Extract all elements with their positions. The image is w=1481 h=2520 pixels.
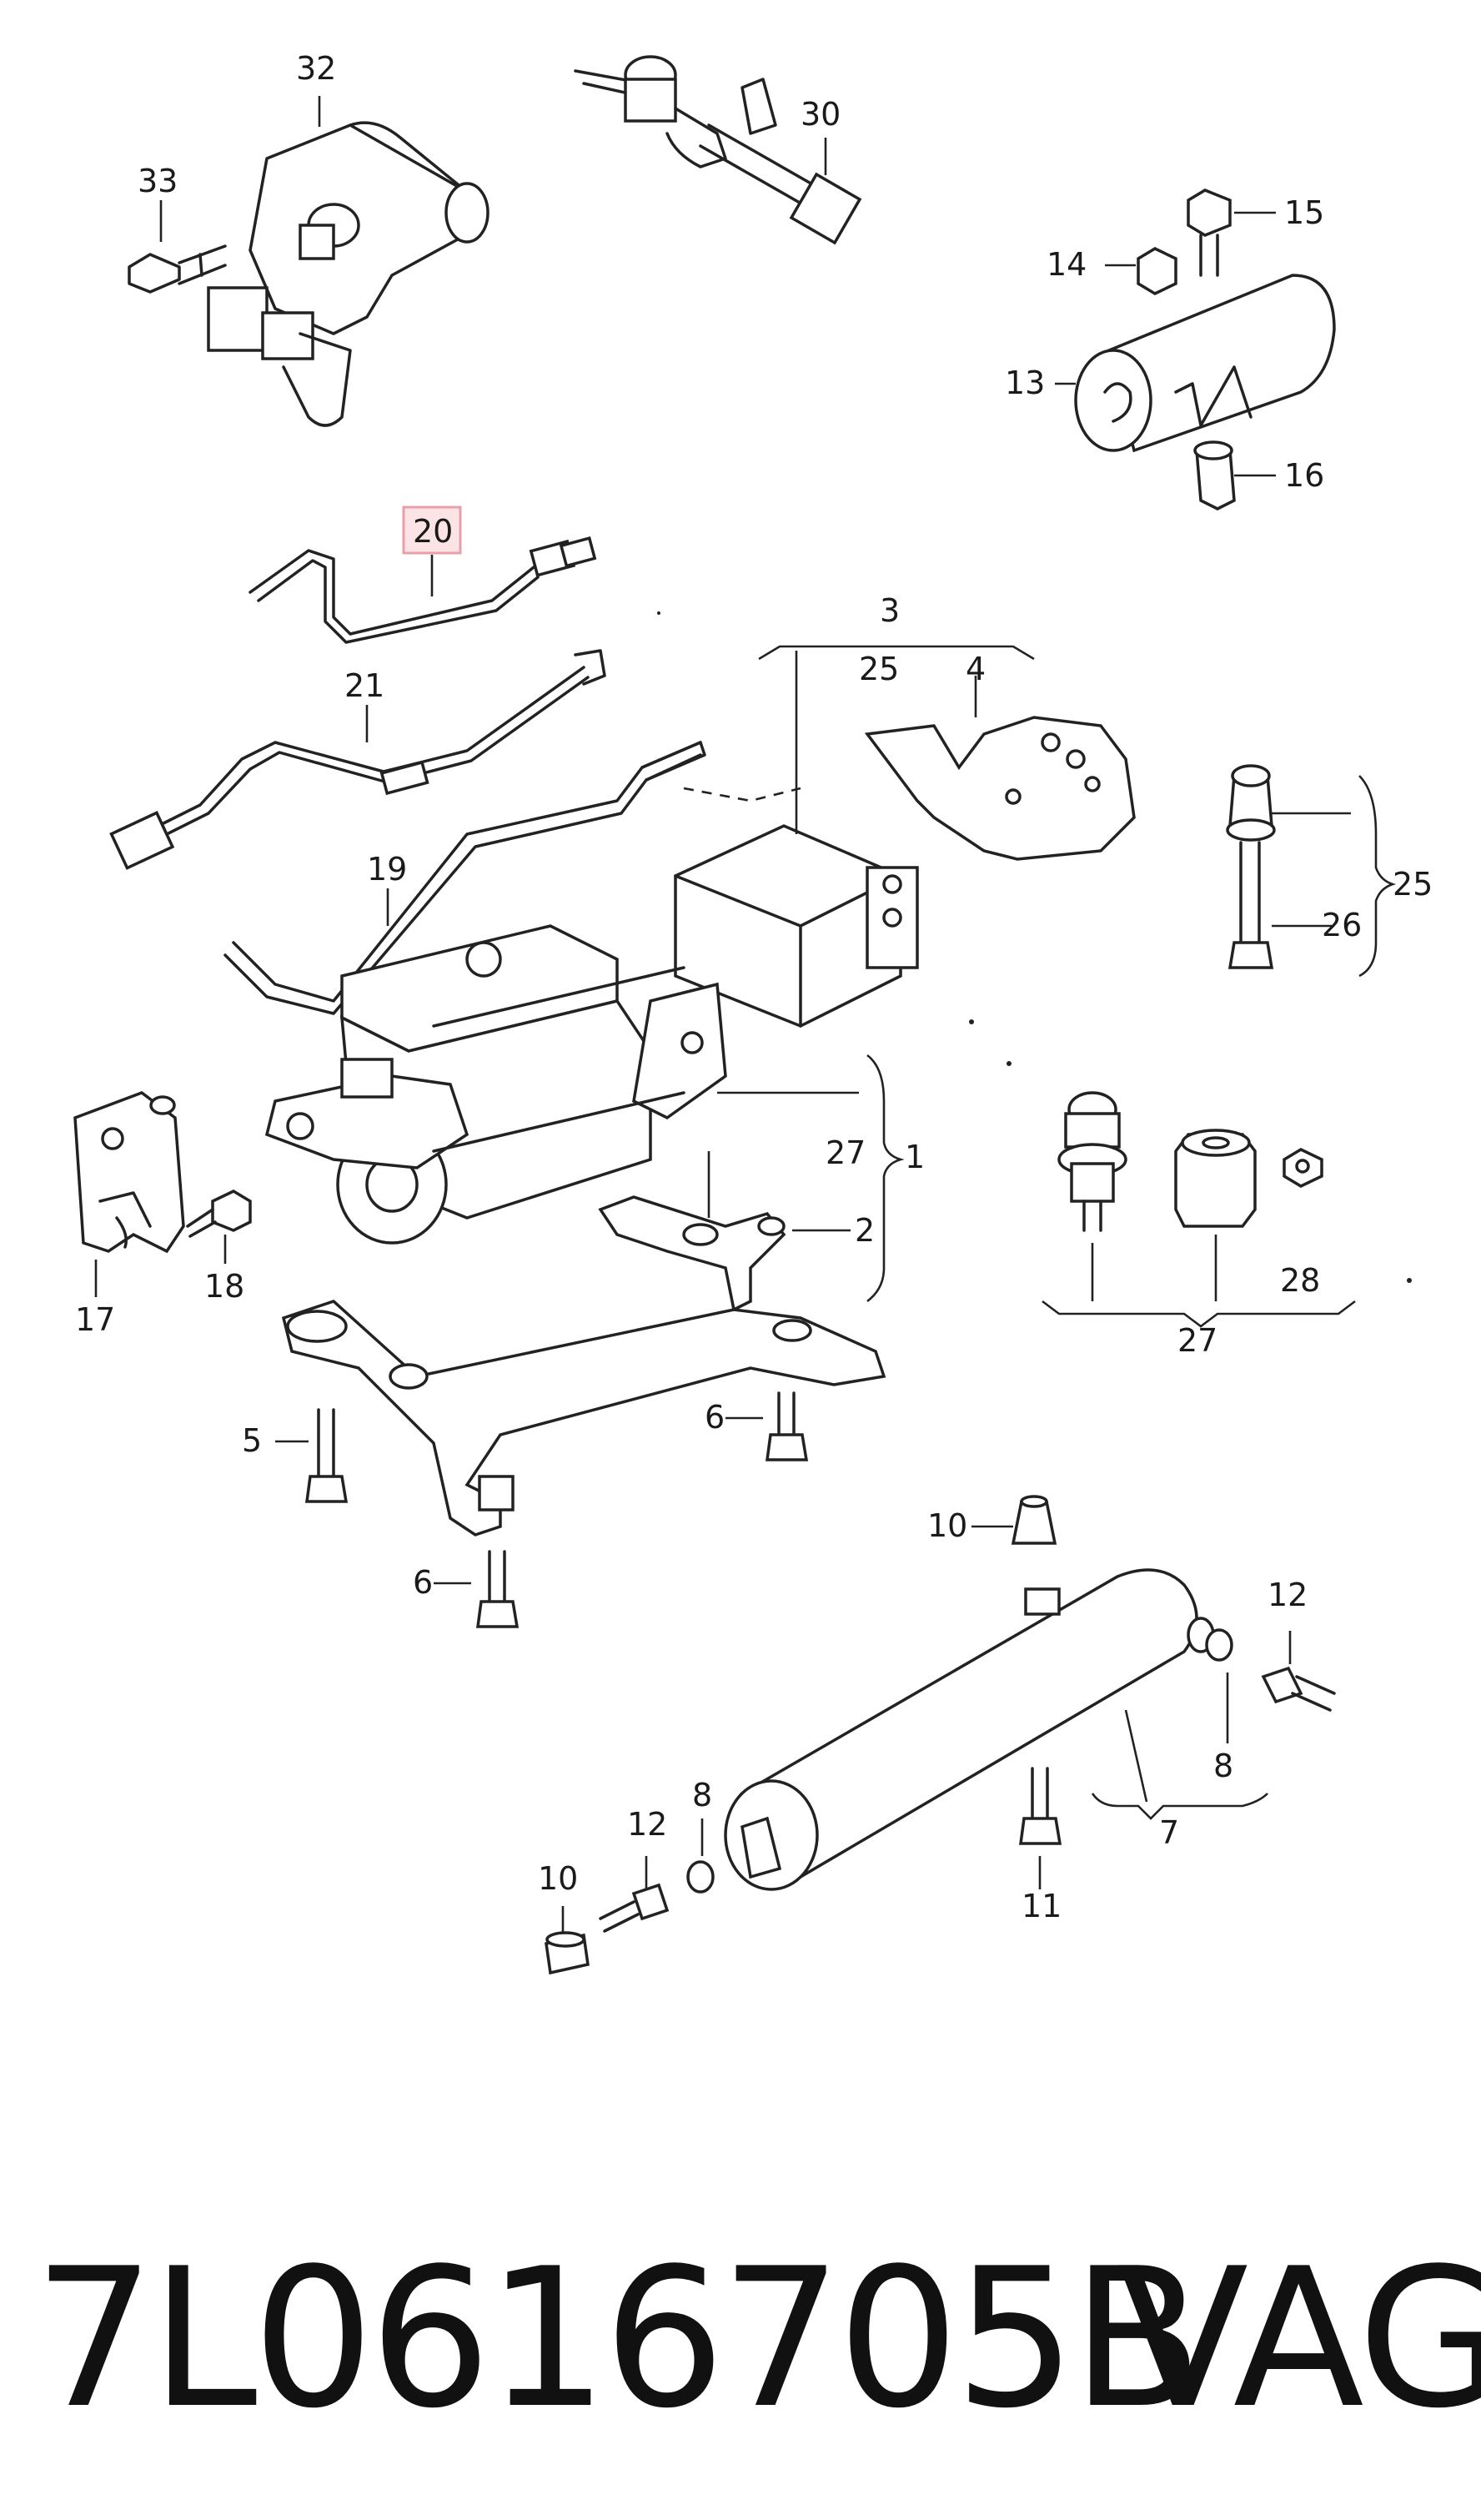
callout-8-left: 8	[692, 1777, 712, 1813]
callout-6-lower: 6	[413, 1564, 433, 1601]
part-number: 7L0616705B	[33, 2228, 1203, 2451]
part-10-sleeve-lower	[545, 1931, 590, 1975]
part-14-nut	[1137, 247, 1177, 295]
callout-7: 7	[1159, 1814, 1179, 1851]
part-2-bracket	[598, 1195, 786, 1312]
callout-25-top: 25	[859, 651, 899, 687]
callout-4: 4	[966, 651, 986, 687]
part-3-control-unit	[674, 824, 919, 1028]
print-specks	[657, 611, 1412, 1283]
callout-30: 30	[801, 96, 841, 133]
callout-12-right: 12	[1268, 1577, 1308, 1613]
part-27-mount-buffer	[1174, 1129, 1257, 1228]
part-7-reservoir	[724, 1568, 1215, 1891]
frame-bracket	[281, 1300, 886, 1537]
part-10-sleeve-upper	[1011, 1495, 1057, 1545]
callout-3: 3	[880, 592, 900, 629]
callout-33: 33	[138, 163, 178, 199]
part-16-stud	[1193, 440, 1236, 511]
part-19-pipe	[223, 741, 706, 1015]
callout-1: 1	[905, 1139, 925, 1175]
callout-18: 18	[204, 1268, 244, 1305]
callout-8-right: 8	[1213, 1748, 1233, 1784]
callout-labels: 32 33 30 15 14 13 16 20 21 3 25 4 19 25 …	[75, 50, 1433, 1924]
part-18-bolt	[186, 1190, 252, 1238]
part-28-nut	[1283, 1148, 1323, 1188]
part-4-bracket	[864, 716, 1136, 861]
callout-14: 14	[1047, 246, 1087, 283]
part-20-pipe	[249, 536, 597, 644]
part-12-bolt-right	[1261, 1666, 1336, 1712]
callout-17: 17	[75, 1301, 115, 1338]
part-3-group-bracket	[683, 645, 1035, 834]
part-33-bolt	[128, 244, 227, 294]
callout-20: 20	[413, 513, 453, 550]
part-12-bolt-left	[599, 1883, 670, 1933]
callout-11: 11	[1022, 1888, 1062, 1924]
part-27-rubber-mount	[1057, 1091, 1127, 1232]
callout-21: 21	[344, 667, 384, 704]
part-8-washer-left	[686, 1860, 715, 1894]
callout-20-highlight	[402, 506, 462, 555]
part-26-bolt	[1227, 841, 1274, 969]
part-30-hose-fitting	[574, 55, 862, 245]
callout-32: 32	[296, 50, 336, 87]
part-25-bushing	[1226, 764, 1276, 842]
part-5-bolt	[305, 1408, 349, 1503]
part-6-bolt-lower	[476, 1550, 520, 1628]
part-7-group-bracket	[1091, 1709, 1268, 1820]
callout-6-upper: 6	[705, 1399, 725, 1436]
part-13-accumulator	[1074, 274, 1336, 453]
part-15-bolt	[1187, 189, 1232, 277]
part-17-side-bracket	[73, 1091, 185, 1254]
callout-13: 13	[1005, 365, 1045, 401]
parts-exploded-diagram: 32 33 30 15 14 13 16 20 21 3 25 4 19 25 …	[73, 50, 1433, 1975]
part-1-group-bracket	[707, 1054, 905, 1303]
leader-lines	[94, 96, 1292, 1934]
part-21-air-line	[109, 649, 606, 870]
part-27-group-bracket	[1042, 1235, 1356, 1328]
callout-12-left: 12	[627, 1806, 667, 1843]
callout-15: 15	[1284, 194, 1324, 231]
callout-27-compressor: 27	[826, 1134, 866, 1171]
callout-26: 26	[1322, 907, 1362, 943]
callout-2: 2	[855, 1212, 875, 1249]
callout-27-mounts: 27	[1177, 1322, 1217, 1359]
callout-10-upper: 10	[927, 1507, 967, 1544]
callout-10-lower: 10	[538, 1860, 578, 1897]
part-32-valve-bracket	[207, 121, 489, 427]
callout-5: 5	[242, 1422, 262, 1459]
part-11-bolt	[1019, 1767, 1062, 1845]
brand-label: VAG	[1117, 2228, 1481, 2451]
part-6-bolt	[766, 1391, 809, 1461]
callout-25-right: 25	[1393, 866, 1433, 903]
part-8-washer-right	[1205, 1628, 1233, 1662]
part-1-compressor	[264, 924, 727, 1245]
callout-19: 19	[367, 851, 407, 888]
callout-28: 28	[1280, 1262, 1320, 1299]
part-25-group-bracket	[1272, 775, 1397, 978]
callout-16: 16	[1284, 457, 1324, 494]
